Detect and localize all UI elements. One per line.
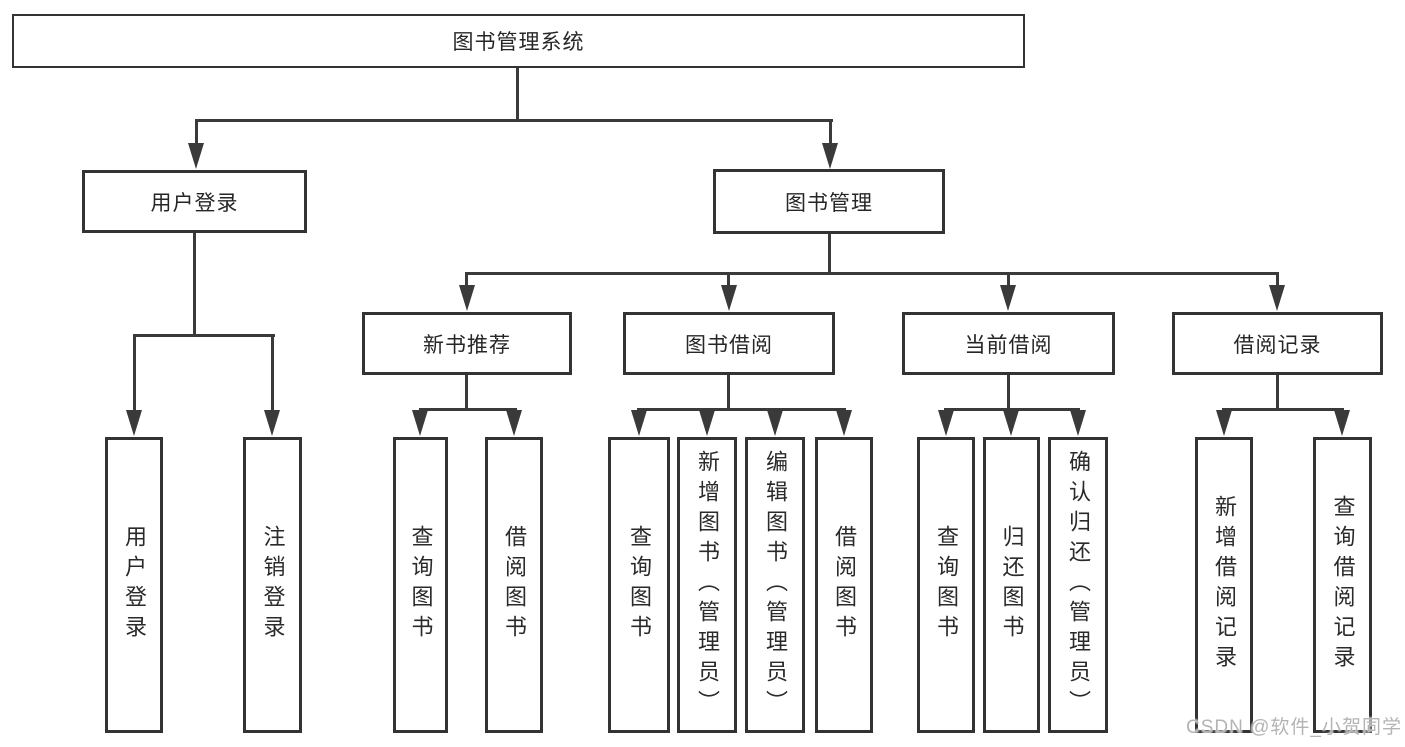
connector-level2-branch (195, 119, 833, 122)
connector-drop (465, 272, 468, 287)
node-label: 借阅图书 (502, 525, 527, 645)
node-label: 用户登录 (150, 191, 239, 215)
node-leaf-borrow-books-recommend: 借阅图书 (485, 437, 543, 733)
connector-drop (1276, 272, 1279, 287)
connector-group-branch (1222, 408, 1344, 411)
arrowhead-icon (836, 410, 852, 436)
node-label: 查询图书 (934, 525, 959, 645)
arrowhead-icon (938, 410, 954, 436)
node-library-management-system: 图书管理系统 (12, 14, 1025, 68)
node-leaf-return-book: 归还图书 (983, 437, 1040, 733)
node-leaf-edit-book-admin: 编辑图书（管理员） (745, 437, 805, 733)
node-new-book-recommendation: 新书推荐 (362, 312, 572, 375)
arrowhead-icon (459, 285, 475, 311)
arrowhead-icon (1000, 285, 1016, 311)
connector-user-login-branch (133, 334, 275, 337)
node-leaf-logout: 注销登录 (243, 437, 302, 733)
node-label: 图书管理系统 (452, 31, 585, 54)
node-leaf-borrow-books-borrowing: 借阅图书 (815, 437, 873, 733)
connector-drop (271, 334, 274, 412)
node-label: 图书管理 (785, 191, 873, 215)
arrowhead-icon (721, 285, 737, 311)
arrowhead-icon (1003, 410, 1019, 436)
arrowhead-icon (264, 410, 280, 436)
node-label: 查询图书 (408, 525, 434, 645)
node-user-login: 用户登录 (82, 170, 307, 233)
connector-book-mgmt-drop (829, 119, 832, 147)
connector-group-branch (637, 408, 846, 411)
node-book-borrowing: 图书借阅 (623, 312, 835, 375)
node-leaf-query-books-recommend: 查询图书 (393, 437, 448, 733)
node-label: 确认归还（管理员） (1066, 450, 1091, 720)
node-label: 注销登录 (260, 525, 286, 645)
connector-drop (1007, 272, 1010, 287)
arrowhead-icon (1216, 410, 1232, 436)
node-label: 新增图书（管理员） (695, 450, 720, 720)
arrowhead-icon (767, 410, 783, 436)
node-leaf-confirm-return-admin: 确认归还（管理员） (1048, 437, 1108, 733)
connector-book-mgmt-stem (828, 234, 831, 274)
arrowhead-icon (188, 143, 204, 169)
node-label: 编辑图书（管理员） (763, 450, 788, 720)
connector-drop (727, 272, 730, 287)
arrowhead-icon (699, 410, 715, 436)
node-current-borrowing: 当前借阅 (902, 312, 1115, 375)
connector-drop (133, 334, 136, 412)
node-leaf-add-borrow-record: 新增借阅记录 (1195, 437, 1253, 733)
node-label: 借阅记录 (1233, 333, 1322, 357)
node-label: 查询图书 (627, 525, 652, 645)
connector-group-stem (1007, 375, 1010, 410)
arrowhead-icon (631, 410, 647, 436)
arrowhead-icon (506, 410, 522, 436)
node-leaf-user-login: 用户登录 (105, 437, 163, 733)
arrowhead-icon (126, 410, 142, 436)
arrowhead-icon (1269, 285, 1285, 311)
arrowhead-icon (1070, 410, 1086, 436)
node-label: 当前借阅 (964, 333, 1053, 357)
node-leaf-query-books-current: 查询图书 (917, 437, 975, 733)
arrowhead-icon (412, 410, 428, 436)
connector-group-branch (944, 408, 1080, 411)
node-label: 新书推荐 (423, 333, 511, 357)
csdn-watermark: CSDN @软件_小贺同学 (1186, 717, 1402, 738)
arrowhead-icon (1334, 410, 1350, 436)
node-label: 归还图书 (999, 525, 1025, 645)
node-label: 新增借阅记录 (1212, 495, 1237, 675)
node-label: 图书借阅 (685, 333, 773, 357)
connector-level3-branch (465, 272, 1279, 275)
connector-group-stem (1276, 375, 1279, 410)
node-label: 借阅图书 (832, 525, 857, 645)
connector-user-login-drop (195, 119, 198, 147)
connector-user-login-stem (193, 233, 196, 336)
connector-root-stem (516, 68, 519, 120)
node-borrowing-records: 借阅记录 (1172, 312, 1383, 375)
connector-group-branch (419, 408, 517, 411)
node-label: 用户登录 (122, 525, 147, 645)
node-label: 查询借阅记录 (1330, 495, 1356, 675)
arrowhead-icon (822, 143, 838, 169)
node-leaf-query-borrow-record: 查询借阅记录 (1313, 437, 1372, 733)
node-book-management: 图书管理 (713, 169, 945, 234)
node-leaf-add-book-admin: 新增图书（管理员） (677, 437, 737, 733)
connector-group-stem (465, 375, 468, 410)
node-leaf-query-books-borrowing: 查询图书 (608, 437, 670, 733)
connector-group-stem (727, 375, 730, 410)
